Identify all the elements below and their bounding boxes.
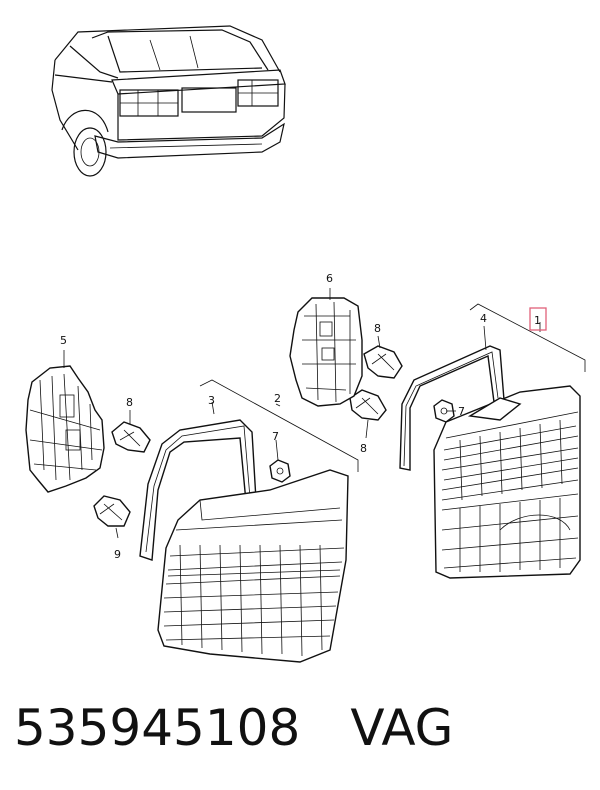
brand-name: VAG [350, 699, 454, 757]
callout-6: 6 [326, 272, 333, 285]
callout-1: 1 [534, 314, 541, 327]
nut-left [269, 459, 291, 483]
callout-7-right: 7 [458, 405, 465, 418]
bulb-9-lower-left [93, 495, 131, 527]
callout-8-lower-right: 8 [360, 442, 367, 455]
bulb-holder-left [25, 365, 105, 493]
part-caption: 535945108 VAG [14, 688, 453, 768]
callout-labels: 5 8 9 6 8 8 3 2 7 4 7 1 [60, 272, 547, 561]
callout-2: 2 [274, 392, 281, 405]
bulb-8-upper-right [363, 345, 403, 379]
callout-5: 5 [60, 334, 67, 347]
bulb-8-lower-right [349, 389, 387, 421]
callout-3: 3 [208, 394, 215, 407]
callout-7-left: 7 [272, 430, 279, 443]
exploded-parts-diagram: 5 8 9 6 8 8 3 2 7 4 7 1 [25, 25, 586, 663]
outer-tail-lamp [157, 469, 349, 663]
inner-tail-lamp [433, 385, 581, 579]
part-number: 535945108 [14, 699, 301, 757]
callout-1-highlight-box [529, 307, 547, 331]
callout-4: 4 [480, 312, 487, 325]
group-bracket-lines [199, 303, 586, 472]
bulb-8-upper-left [111, 421, 151, 453]
callout-9: 9 [114, 548, 121, 561]
bulb-holder-right [289, 297, 363, 407]
callout-8-upper-right: 8 [374, 322, 381, 335]
leader-lines [63, 288, 487, 539]
callout-8-left: 8 [126, 396, 133, 409]
car-rear-illustration [51, 25, 286, 177]
